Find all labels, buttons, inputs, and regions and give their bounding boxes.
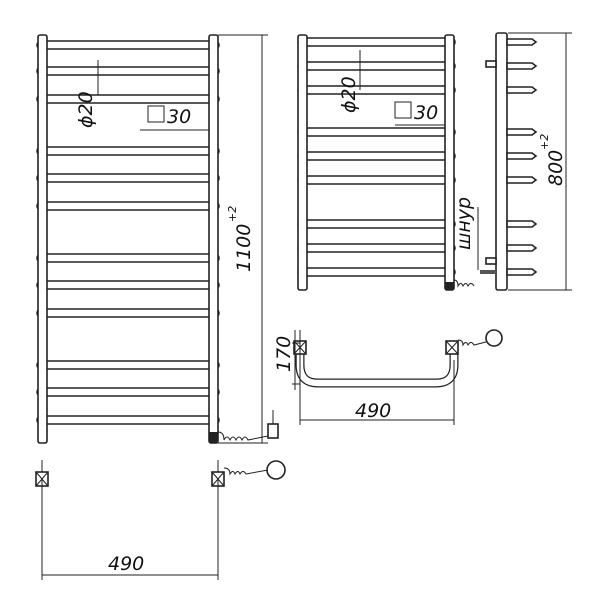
rail bbox=[297, 219, 456, 229]
rail bbox=[36, 94, 220, 104]
side-post bbox=[495, 32, 508, 291]
right-post bbox=[444, 34, 455, 291]
large-height-label: 1100 bbox=[233, 224, 255, 272]
small-diameter-label: ϕ20 bbox=[338, 76, 360, 113]
side-rail-stub bbox=[506, 268, 538, 276]
large-width-label: 490 bbox=[108, 553, 144, 575]
small-height-label: 800 bbox=[545, 150, 567, 186]
large-radiator-front-view bbox=[36, 34, 279, 444]
rail bbox=[36, 415, 220, 425]
large-height-tolerance: +2 bbox=[226, 206, 239, 222]
left-post bbox=[297, 34, 308, 291]
small-square-symbol bbox=[394, 101, 412, 119]
rail bbox=[36, 308, 220, 318]
plug-icon bbox=[267, 423, 279, 439]
side-rail-stub bbox=[506, 38, 538, 46]
side-rail-stub bbox=[506, 244, 538, 252]
plug-icon bbox=[266, 460, 286, 480]
cord-entry bbox=[480, 270, 496, 274]
rail bbox=[36, 201, 220, 211]
small-radiator-front-view bbox=[297, 34, 475, 291]
large-square-label: 30 bbox=[167, 106, 191, 128]
small-radiator-side-view bbox=[477, 32, 538, 291]
cord-label: шнур bbox=[453, 197, 475, 250]
rail bbox=[297, 85, 456, 95]
rail bbox=[36, 173, 220, 183]
rail bbox=[36, 280, 220, 290]
connector-cap bbox=[209, 432, 218, 443]
side-rail-stub bbox=[506, 62, 538, 70]
rail bbox=[297, 151, 456, 161]
small-bottom-u-outer bbox=[295, 350, 459, 388]
small-height-tolerance: +2 bbox=[538, 134, 551, 150]
rail bbox=[36, 253, 220, 263]
wall-bracket bbox=[485, 257, 497, 265]
mount-cross bbox=[35, 471, 49, 487]
side-rail-stub bbox=[506, 176, 538, 184]
coiled-cord bbox=[223, 467, 269, 476]
small-bottom-u-inner bbox=[296, 350, 458, 387]
connector-cap bbox=[445, 282, 454, 290]
small-square-label: 30 bbox=[414, 102, 438, 124]
rail bbox=[297, 175, 456, 185]
side-rail-stub bbox=[506, 220, 538, 228]
small-width-label: 490 bbox=[355, 400, 391, 422]
rail bbox=[36, 66, 220, 76]
rail bbox=[36, 40, 220, 50]
rail bbox=[297, 37, 456, 47]
small-depth-label: 170 bbox=[273, 336, 295, 372]
right-post bbox=[208, 34, 219, 444]
rail bbox=[297, 127, 456, 137]
coiled-cord bbox=[217, 431, 269, 442]
mount-cross bbox=[445, 340, 459, 355]
side-rail-stub bbox=[506, 152, 538, 160]
rail bbox=[297, 243, 456, 253]
rail bbox=[36, 387, 220, 397]
rail bbox=[297, 267, 456, 277]
large-bottom-u-outer bbox=[41, 478, 219, 521]
rail bbox=[36, 360, 220, 370]
wall-bracket bbox=[485, 60, 497, 68]
plug-icon bbox=[485, 329, 503, 347]
dimension-lines bbox=[41, 32, 572, 580]
rail bbox=[297, 61, 456, 71]
side-rail-stub bbox=[506, 86, 538, 94]
left-post bbox=[37, 34, 48, 444]
mount-cross bbox=[211, 471, 225, 487]
large-square-symbol bbox=[147, 105, 165, 123]
large-diameter-label: ϕ20 bbox=[75, 91, 97, 128]
coiled-cord bbox=[453, 279, 475, 288]
side-rail-stub bbox=[506, 128, 538, 136]
large-bottom-u-inner bbox=[38, 478, 222, 524]
coiled-cord bbox=[457, 339, 487, 347]
bottom-views bbox=[35, 329, 503, 524]
rail bbox=[36, 146, 220, 156]
